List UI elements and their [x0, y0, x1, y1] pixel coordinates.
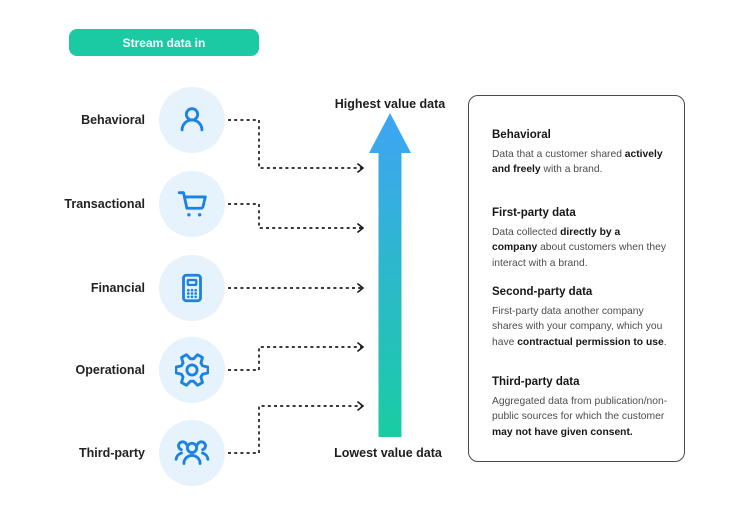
transactional-icon-circle	[159, 171, 225, 237]
section-title: Second-party data	[492, 286, 593, 298]
gear-icon	[175, 353, 209, 387]
lowest-value-label: Lowest value data	[334, 446, 442, 460]
row-label-financial: Financial	[90, 281, 145, 295]
section-title: First-party data	[492, 207, 576, 219]
user-icon	[180, 107, 204, 132]
operational-icon-circle	[159, 337, 225, 403]
row-label-third-party: Third-party	[79, 446, 145, 460]
section-title: Third-party data	[492, 376, 580, 388]
behavioral-icon-circle	[159, 87, 225, 153]
financial-icon-circle	[159, 255, 225, 321]
value-gradient-arrow	[369, 113, 411, 437]
shopping-cart-icon	[177, 191, 207, 217]
panel-section-second-party: Second-party data First-party data anoth…	[492, 286, 668, 350]
people-group-icon	[174, 440, 210, 465]
panel-section-third-party: Third-party data Aggregated data from pu…	[492, 376, 668, 440]
row-label-behavioral: Behavioral	[81, 113, 145, 127]
highest-value-label: Highest value data	[334, 97, 446, 111]
section-body: Data collected directly by a company abo…	[492, 227, 667, 269]
panel-section-first-party: First-party data Data collected directly…	[492, 207, 668, 271]
panel-section-behavioral: Behavioral Data that a customer shared a…	[492, 129, 668, 178]
definitions-panel: Behavioral Data that a customer shared a…	[468, 95, 685, 462]
section-body: Aggregated data from publication/non-pub…	[492, 396, 668, 438]
section-body: Data that a customer shared actively and…	[492, 149, 663, 176]
row-label-operational: Operational	[75, 363, 145, 377]
connector-operational	[228, 342, 364, 371]
third-party-icon-circle	[159, 420, 225, 486]
section-body: First-party data another company shares …	[492, 306, 667, 348]
calculator-icon	[182, 273, 202, 303]
connector-transactional	[228, 203, 364, 233]
row-label-transactional: Transactional	[64, 197, 145, 211]
connector-behavioral	[228, 119, 364, 173]
section-title: Behavioral	[492, 129, 551, 141]
stream-data-in-button[interactable]: Stream data in	[69, 29, 259, 56]
